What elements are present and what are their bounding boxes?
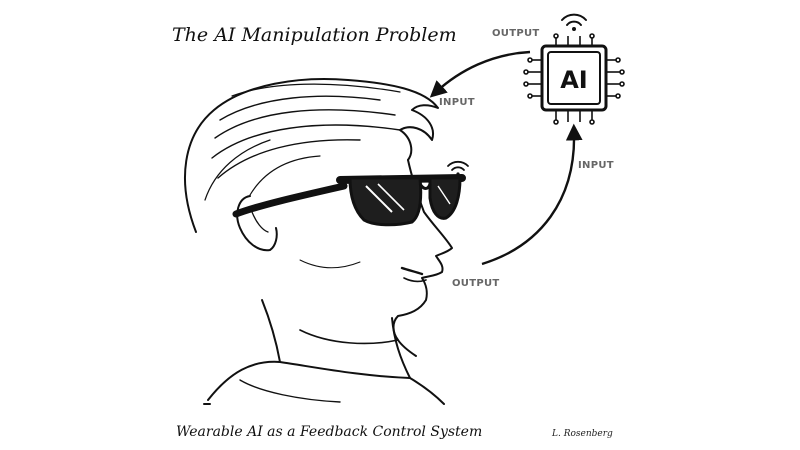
wifi-icon (447, 160, 469, 176)
arrow-icon (429, 50, 531, 98)
page-title: The AI Manipulation Problem (172, 24, 457, 46)
arrow-icon (481, 123, 583, 266)
chip-label: AI (560, 66, 588, 94)
input-label-chip: INPUT (578, 160, 614, 171)
ai-chip-icon: AI (523, 33, 625, 125)
input-label-head: INPUT (439, 97, 475, 108)
caption: Wearable AI as a Feedback Control System (176, 424, 483, 440)
output-label-mouth: OUTPUT (452, 278, 500, 289)
output-label-top: OUTPUT (492, 28, 540, 39)
sunglasses (232, 174, 466, 227)
wifi-icon (561, 13, 587, 31)
author-credit: L. Rosenberg (552, 429, 613, 439)
head-illustration (184, 78, 453, 405)
